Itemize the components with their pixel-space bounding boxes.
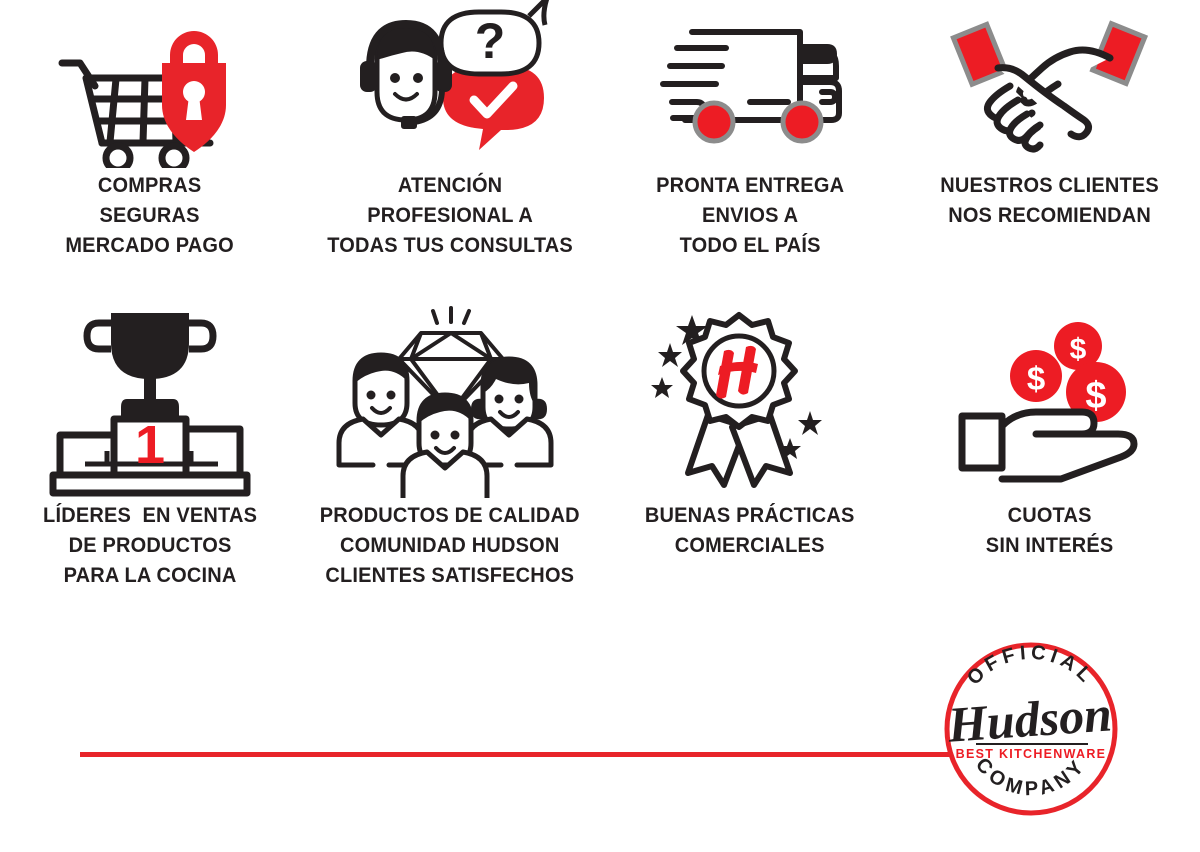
benefit-label: CUOTAS SIN INTERÉS	[986, 500, 1114, 560]
podium-rank-number: 1	[134, 415, 164, 475]
hand-coins-icon: $ $ $	[900, 300, 1200, 500]
benefit-label: COMPRAS SEGURAS MERCADO PAGO	[66, 170, 234, 260]
benefit-label: NUESTROS CLIENTES NOS RECOMIENDAN	[941, 170, 1160, 230]
label-line: COMERCIALES	[675, 533, 825, 557]
label-line: MERCADO PAGO	[65, 233, 235, 257]
benefit-item-buenas-practicas: BUENAS PRÁCTICAS COMERCIALES	[600, 300, 900, 620]
svg-text:$: $	[1027, 360, 1045, 397]
label-line: DE PRODUCTOS	[68, 533, 232, 557]
label-line: PROFESIONAL A	[367, 203, 533, 227]
logo-tagline: BEST KITCHENWARE	[956, 747, 1107, 761]
benefits-row-1: COMPRAS SEGURAS MERCADO PAGO ?	[0, 0, 1200, 300]
benefit-item-compras-seguras: COMPRAS SEGURAS MERCADO PAGO	[0, 0, 300, 300]
footer-divider-line	[80, 752, 960, 757]
label-line: CUOTAS	[1007, 503, 1093, 527]
svg-text:$: $	[1085, 375, 1106, 417]
svg-text:$: $	[1070, 333, 1087, 366]
benefit-label: PRONTA ENTREGA ENVIOS A TODO EL PAÍS	[656, 170, 844, 260]
label-line: BUENAS PRÁCTICAS	[645, 503, 855, 527]
label-line: TODO EL PAÍS	[679, 233, 821, 257]
benefits-row-2: 1 LÍDERES EN VENTAS DE PRODUCTOS PARA LA C…	[0, 300, 1200, 620]
label-line: ATENCIÓN	[397, 173, 503, 197]
logo-wordmark: Hudson	[945, 685, 1113, 752]
benefit-item-pronta-entrega: PRONTA ENTREGA ENVIOS A TODO EL PAÍS	[600, 0, 900, 300]
label-line: CLIENTES SATISFECHOS	[325, 563, 575, 587]
label-line: NUESTROS CLIENTES	[940, 173, 1160, 197]
label-line: PARA LA COCINA	[63, 563, 237, 587]
label-line: LÍDERES EN VENTAS	[42, 503, 258, 527]
hudson-logo: OFFICIAL COMPANY Hudson BEST KITCHENWARE	[938, 636, 1124, 822]
label-line: COMUNIDAD HUDSON	[340, 533, 560, 557]
label-line: PRODUCTOS DE CALIDAD	[320, 503, 580, 527]
benefit-item-lideres-en-ventas: 1 LÍDERES EN VENTAS DE PRODUCTOS PARA LA C…	[0, 300, 300, 620]
benefit-label: ATENCIÓN PROFESIONAL A TODAS TUS CONSULTAS	[327, 170, 573, 260]
delivery-truck-icon	[600, 0, 900, 170]
label-line: NOS RECOMIENDAN	[948, 203, 1152, 227]
people-diamond-icon	[300, 300, 600, 500]
benefit-item-productos-de-calidad: PRODUCTOS DE CALIDAD COMUNIDAD HUDSON CLIE…	[300, 300, 600, 620]
award-ribbon-h-icon	[600, 300, 900, 500]
benefit-item-nuestros-clientes: NUESTROS CLIENTES NOS RECOMIENDAN	[900, 0, 1200, 300]
handshake-icon	[900, 0, 1200, 170]
label-line: SEGURAS	[99, 203, 201, 227]
label-line: ENVIOS A	[701, 203, 799, 227]
label-line: COMPRAS	[98, 173, 202, 197]
label-line: TODAS TUS CONSULTAS	[327, 233, 573, 257]
shopping-cart-lock-icon	[0, 0, 300, 170]
benefit-label: BUENAS PRÁCTICAS COMERCIALES	[645, 500, 855, 560]
svg-text:?: ?	[474, 13, 505, 69]
benefit-item-cuotas-sin-interes: $ $ $ CUOTAS SIN INTERÉS	[900, 300, 1200, 620]
label-line: PRONTA ENTREGA	[655, 173, 845, 197]
trophy-podium-icon: 1	[0, 300, 300, 500]
label-line: SIN INTERÉS	[986, 533, 1114, 557]
benefit-label: LÍDERES EN VENTAS DE PRODUCTOS PARA LA COC…	[43, 500, 257, 590]
benefit-label: PRODUCTOS DE CALIDAD COMUNIDAD HUDSON CLIE…	[320, 500, 580, 590]
headset-support-question-icon: ?	[300, 0, 600, 170]
